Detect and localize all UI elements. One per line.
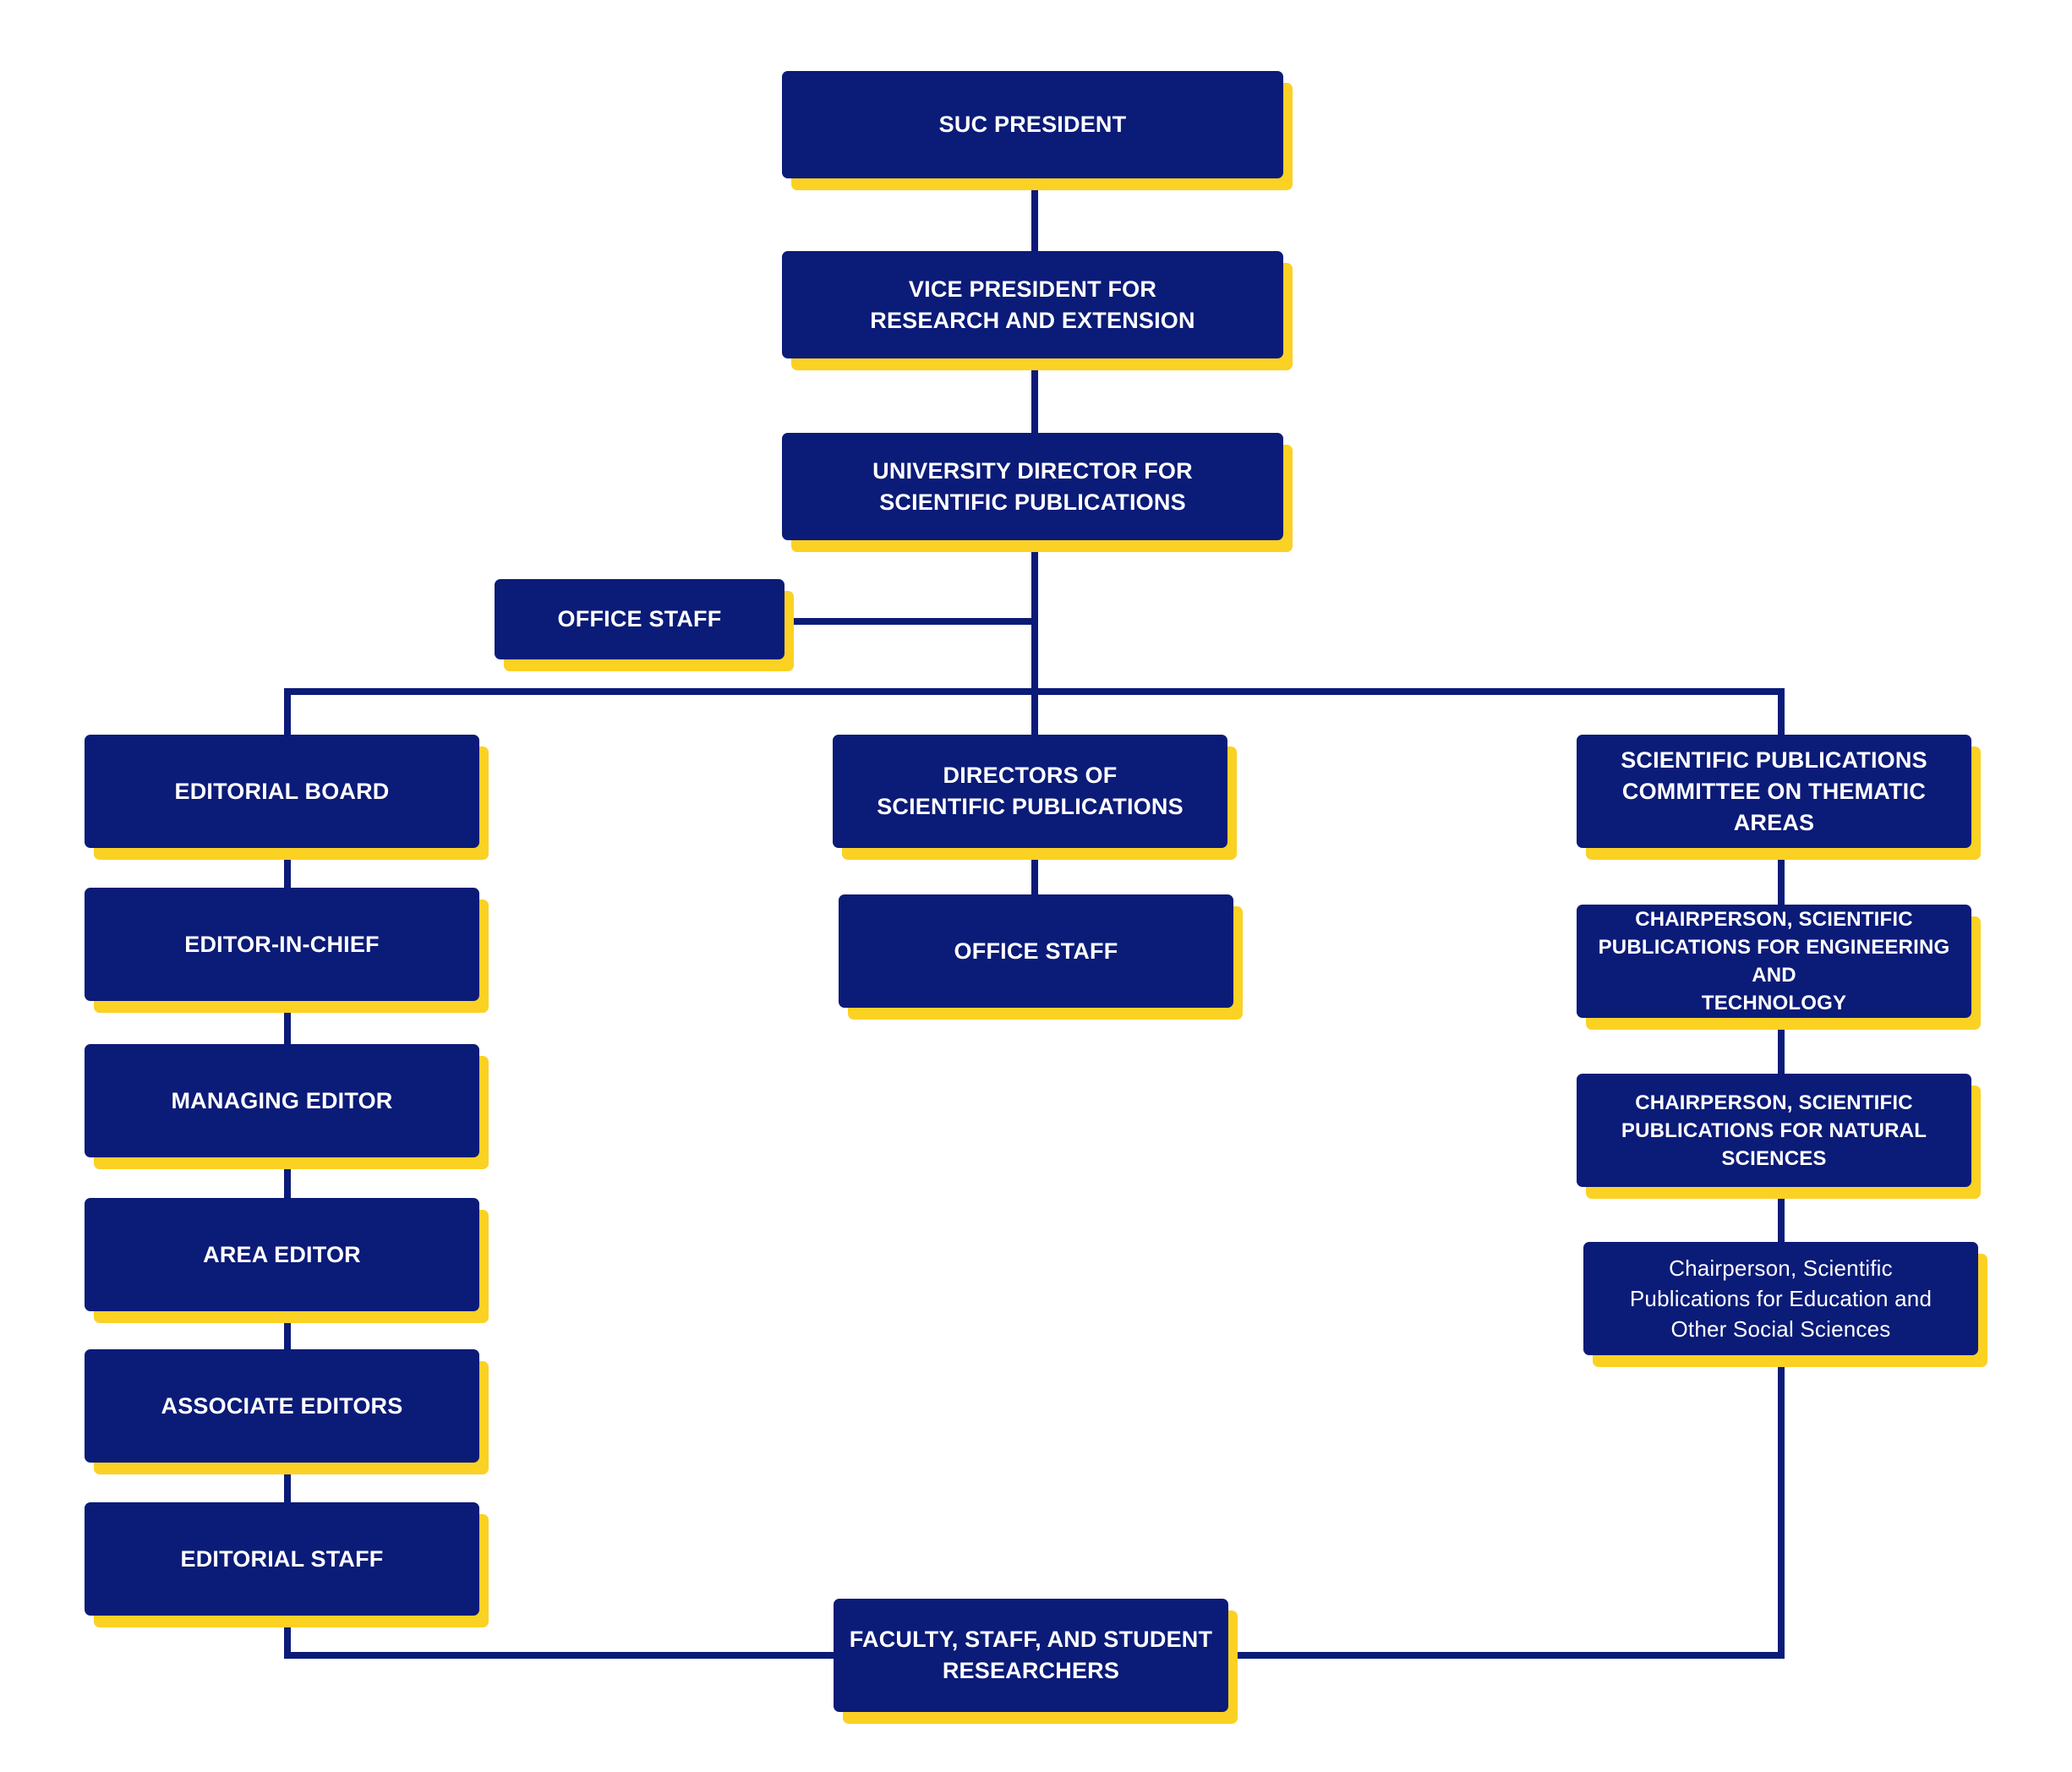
chair-engineering-box: CHAIRPERSON, SCIENTIFIC PUBLICATIONS FOR… [1577, 905, 1971, 1018]
office-staff-directors-box: OFFICE STAFF [839, 894, 1233, 1008]
managing-editor-box: MANAGING EDITOR [85, 1044, 479, 1157]
area-editor-box: AREA EDITOR [85, 1198, 479, 1311]
connector-right-to-researchers [1225, 1352, 1785, 1659]
editorial-staff-box: EDITORIAL STAFF [85, 1502, 479, 1616]
editor-in-chief-box: EDITOR-IN-CHIEF [85, 888, 479, 1001]
suc-president-box: SUC PRESIDENT [782, 71, 1283, 178]
connector-left-to-researchers [284, 1612, 837, 1659]
university-director-box: UNIVERSITY DIRECTOR FOR SCIENTIFIC PUBLI… [782, 433, 1283, 540]
vice-president-box: VICE PRESIDENT FOR RESEARCH AND EXTENSIO… [782, 251, 1283, 358]
editorial-board-box: EDITORIAL BOARD [85, 735, 479, 848]
office-staff-top-box: OFFICE STAFF [495, 579, 785, 659]
researchers-box: FACULTY, STAFF, AND STUDENT RESEARCHERS [834, 1599, 1228, 1712]
associate-editors-box: ASSOCIATE EDITORS [85, 1349, 479, 1463]
chair-education-box: Chairperson, Scientific Publications for… [1583, 1242, 1978, 1355]
committee-box: SCIENTIFIC PUBLICATIONS COMMITTEE ON THE… [1577, 735, 1971, 848]
chair-natural-sciences-box: CHAIRPERSON, SCIENTIFIC PUBLICATIONS FOR… [1577, 1074, 1971, 1187]
directors-box: DIRECTORS OF SCIENTIFIC PUBLICATIONS [833, 735, 1227, 848]
